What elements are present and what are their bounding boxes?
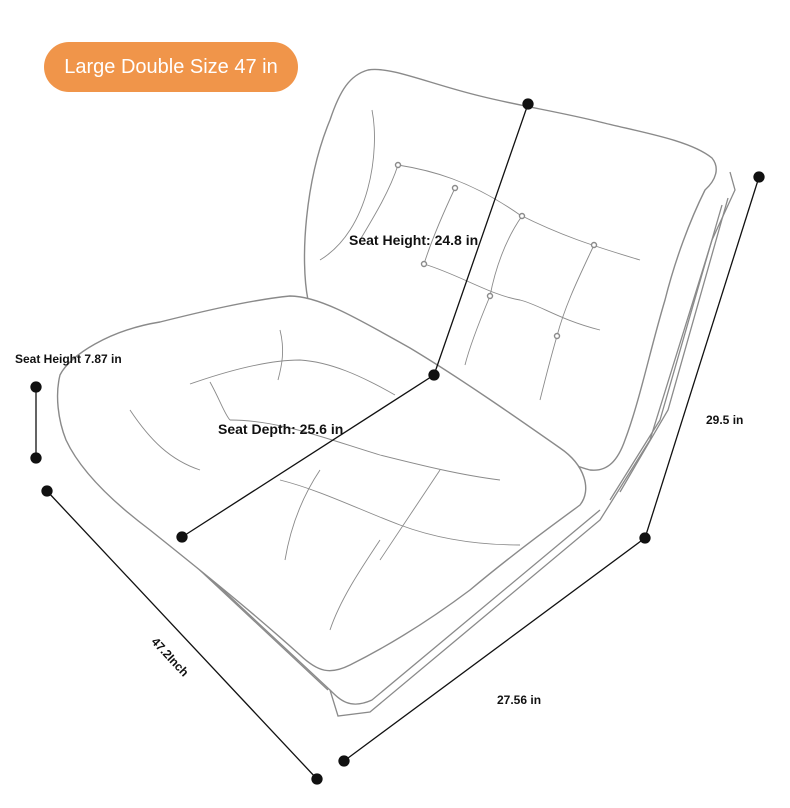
dimension-endpoint xyxy=(41,485,53,497)
seat-cushion xyxy=(56,295,587,672)
dimension-endpoint xyxy=(30,381,42,393)
dimension-endpoint xyxy=(428,369,440,381)
seat-height-side-label: Seat Height 7.87 in xyxy=(15,352,122,366)
length-line xyxy=(46,490,318,780)
seat-depth-line xyxy=(181,374,435,538)
width-dimension-label: 27.56 in xyxy=(497,693,542,707)
dimension-endpoint xyxy=(753,171,765,183)
seat-height-back-label: Seat Height: 24.8 in xyxy=(349,232,479,248)
width-line xyxy=(343,537,646,762)
size-badge: Large Double Size 47 in xyxy=(44,42,298,92)
height-dimension-label: 29.5 in xyxy=(706,413,744,427)
dimension-endpoint xyxy=(338,755,350,767)
dimension-endpoint xyxy=(639,532,651,544)
dimension-endpoint xyxy=(30,452,42,464)
seat-depth-label: Seat Depth: 25.6 in xyxy=(218,421,344,437)
dimension-endpoint xyxy=(522,98,534,110)
dimension-endpoint xyxy=(311,773,323,785)
dimension-lines xyxy=(30,98,765,785)
back-height-line xyxy=(433,103,529,376)
dimension-endpoint xyxy=(176,531,188,543)
height-line xyxy=(644,176,760,539)
